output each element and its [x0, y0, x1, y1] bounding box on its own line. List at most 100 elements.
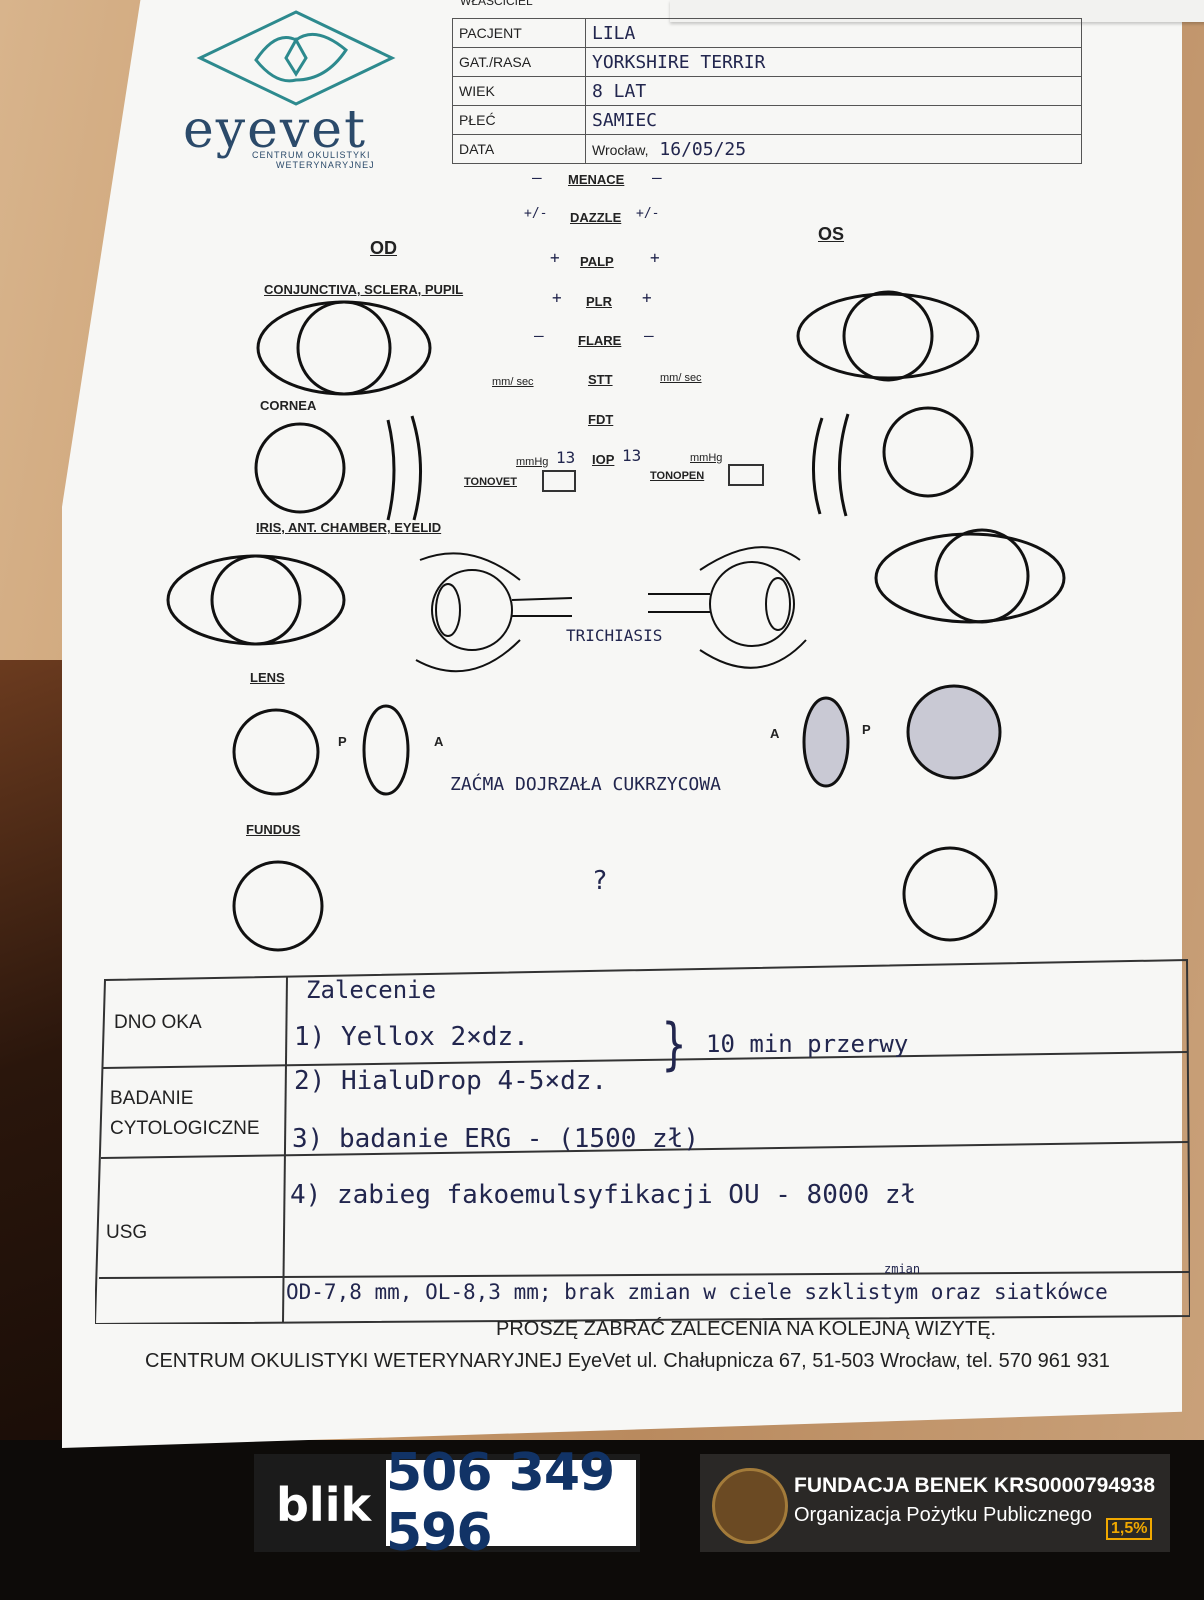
os-iris-eye	[874, 532, 1066, 624]
dazzle-label: DAZZLE	[570, 210, 622, 225]
second-sheet-edge	[670, 0, 1204, 22]
dazzle-os: +/-	[636, 206, 660, 221]
iop-os-value: 13	[622, 446, 642, 465]
age-value: 8 LAT	[585, 76, 1082, 106]
plr-od: +	[552, 288, 562, 307]
od-conjunctiva-eye	[256, 300, 432, 396]
os-conjunctiva-pupil	[842, 290, 934, 382]
plr-os: +	[642, 288, 652, 307]
eye-cross-section-drawings	[415, 546, 807, 673]
blik-logo: blik	[276, 1478, 372, 1532]
patient-value: LILA	[585, 18, 1082, 48]
iop-od-value: 13	[556, 448, 576, 467]
interval-brace: }	[662, 1012, 687, 1078]
os-lens-p: P	[862, 722, 871, 737]
cornea-label: CORNEA	[260, 398, 317, 413]
os-lens-a: A	[770, 726, 780, 741]
date-row: DATA Wrocław, 16/05/25	[452, 134, 1082, 164]
eyevet-logo-subtitle-1: CENTRUM OKULISTYKI	[252, 150, 371, 160]
eyevet-logo-mark	[196, 10, 396, 106]
od-cornea-arc-1	[386, 419, 396, 521]
fdt-label: FDT	[588, 412, 614, 427]
conjunctiva-label: CONJUNCTIVA, SCLERA, PUPIL	[264, 282, 464, 297]
lens-label: LENS	[250, 670, 285, 685]
recommendations-title: Zalecenie	[306, 976, 437, 1004]
eye-diagrams	[166, 290, 1066, 952]
flare-os: –	[644, 326, 654, 345]
fundus-label: FUNDUS	[246, 822, 301, 837]
recommendation-3: 3) badanie ERG - (1500 zł)	[292, 1124, 699, 1154]
os-fundus-circle	[902, 846, 998, 942]
date-value: 16/05/25	[659, 138, 747, 160]
sex-value: SAMIEC	[585, 105, 1082, 135]
iris-label: IRIS, ANT. CHAMBER, EYELID	[256, 520, 442, 535]
od-lens-p: P	[338, 734, 347, 749]
tonopen-checkbox	[728, 464, 764, 486]
usg-note-extra: zmian	[884, 1262, 921, 1276]
recommendation-4: 4) zabieg fakoemulsyfikacji OU - 8000 zł	[290, 1180, 917, 1210]
recommendations-table	[95, 958, 1190, 1324]
stt-label: STT	[588, 372, 613, 387]
flare-od: –	[534, 326, 544, 345]
date-prefix: Wrocław,	[592, 141, 649, 158]
eyevet-logo-text: eyevet	[183, 100, 367, 160]
od-fundus-circle	[232, 860, 324, 952]
od-lens-a: A	[434, 734, 444, 749]
date-label: DATA	[452, 134, 586, 164]
os-header: OS	[818, 224, 845, 244]
os-cornea-arc-2	[837, 413, 850, 517]
dazzle-od: +/-	[524, 206, 548, 221]
stt-os-unit: mm/ sec	[660, 372, 702, 384]
bring-recommendations-note: PROSZĘ ZABRAĆ ZALECENIA NA KOLEJNĄ WIZYT…	[496, 1318, 997, 1340]
recommendation-2: 2) HialuDrop 4-5×dz.	[294, 1066, 608, 1096]
blik-phone-number: 506 349 596	[386, 1443, 636, 1563]
iop-od-unit: mmHg	[516, 456, 549, 468]
menace-label: MENACE	[568, 172, 625, 187]
foundation-subtitle: Organizacja Pożytku Publicznego	[794, 1504, 1092, 1526]
recommendation-1: 1) Yellox 2×dz.	[294, 1022, 529, 1052]
row-label-cytology: BADANIE CYTOLOGICZNE	[110, 1088, 260, 1139]
od-cornea-circle	[254, 422, 346, 514]
palp-os: +	[650, 248, 660, 267]
od-lens-circle	[232, 708, 320, 796]
palp-od: +	[550, 248, 560, 267]
foundation-logo	[712, 1468, 788, 1544]
plr-label: PLR	[586, 294, 612, 309]
menace-od: –	[532, 168, 542, 187]
iop-os-unit: mmHg	[690, 452, 723, 464]
row-label-fundus: DNO OKA	[114, 1012, 202, 1033]
tonovet-checkbox	[542, 470, 576, 492]
lens-note: ZAĆMA DOJRZAŁA CUKRZYCOWA	[450, 774, 721, 795]
tonopen-label: TONOPEN	[650, 470, 705, 482]
eyevet-logo-subtitle-2: WETERYNARYJNEJ	[276, 160, 375, 170]
flare-label: FLARE	[578, 333, 622, 348]
od-cornea-arc-2	[410, 415, 423, 521]
os-iris-pupil	[934, 528, 1030, 624]
stt-od-unit: mm/ sec	[492, 376, 534, 388]
usg-note: OD-7,8 mm, OL-8,3 mm; brak zmian w ciele…	[286, 1280, 1108, 1304]
interval-note: 10 min przerwy	[706, 1030, 909, 1058]
tax-percent-badge: 1,5%	[1106, 1518, 1153, 1540]
palp-label: PALP	[580, 254, 614, 269]
sex-label: PŁEĆ	[452, 105, 586, 135]
od-iris-eye	[166, 554, 346, 646]
fundus-note: ?	[592, 866, 608, 896]
owner-label: WŁAŚCICIEL	[460, 0, 533, 8]
od-lens-profile	[362, 704, 410, 796]
trichiasis-note: TRICHIASIS	[566, 626, 663, 645]
od-header: OD	[370, 238, 397, 258]
iop-label: IOP	[592, 452, 615, 467]
os-cornea-circle	[882, 406, 974, 498]
menace-os: –	[652, 168, 662, 187]
clinic-footer: CENTRUM OKULISTYKI WETERYNARYJNEJ EyeVet…	[145, 1350, 1110, 1372]
os-conjunctiva-eye	[796, 292, 980, 380]
os-lens-circle	[906, 684, 1002, 780]
foundation-name: FUNDACJA BENEK KRS0000794938	[794, 1474, 1156, 1497]
os-cornea-arc-1	[812, 417, 824, 515]
od-conjunctiva-pupil	[296, 300, 392, 396]
tonovet-label: TONOVET	[464, 476, 517, 488]
os-lens-profile	[802, 696, 850, 788]
